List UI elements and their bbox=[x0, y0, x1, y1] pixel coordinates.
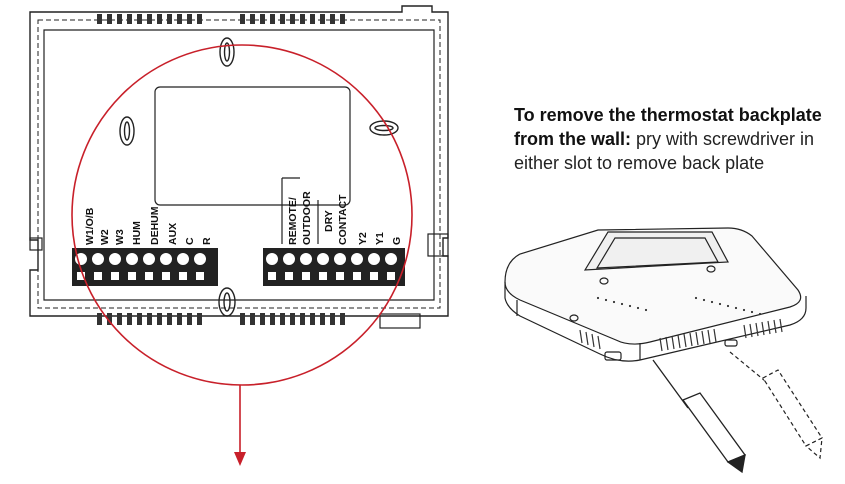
terminal-label-w2: W2 bbox=[99, 229, 111, 245]
terminal-label-y1: Y1 bbox=[374, 232, 386, 245]
vent-dots bbox=[596, 296, 762, 316]
terminal-label-aux: AUX bbox=[167, 223, 179, 245]
backplate-drawing bbox=[29, 5, 449, 329]
vent-slots bbox=[97, 14, 345, 325]
right-terminal-labels: REMOTE/ OUTDOOR DRY CONTACT Y2 Y1 G bbox=[287, 191, 403, 245]
terminal-block-right bbox=[263, 248, 405, 286]
left-terminal-labels: W1/O/B W2 W3 HUM DEHUM AUX C R bbox=[84, 206, 213, 245]
terminal-label-r: R bbox=[201, 237, 213, 245]
terminal-group-lines bbox=[281, 177, 319, 244]
screwdriver-solid bbox=[652, 359, 747, 474]
terminal-label-dry: DRY bbox=[323, 210, 335, 232]
terminal-block-left bbox=[72, 248, 218, 286]
front-ribs bbox=[579, 318, 783, 352]
screwdriver-dashed bbox=[729, 351, 823, 460]
terminal-label-w3: W3 bbox=[114, 229, 126, 245]
terminal-label-c: C bbox=[184, 237, 196, 245]
terminal-label-hum: HUM bbox=[131, 221, 143, 245]
instructions-body: pry with screwdriver in either slot to r… bbox=[514, 129, 815, 173]
terminal-label-dehum: DEHUM bbox=[149, 206, 161, 245]
callout-circle bbox=[71, 44, 413, 452]
terminal-label-outdoor: OUTDOOR bbox=[301, 191, 313, 245]
terminal-label-remote: REMOTE/ bbox=[287, 197, 299, 245]
terminal-label-y2: Y2 bbox=[357, 232, 369, 245]
terminal-label-w1ob: W1/O/B bbox=[84, 207, 96, 245]
removal-instructions: To remove the thermostat backplate from … bbox=[514, 103, 834, 175]
terminal-label-g: G bbox=[391, 237, 403, 245]
terminal-label-contact: CONTACT bbox=[337, 194, 349, 245]
callout-arrow-icon bbox=[234, 452, 246, 466]
instructions-heading: To remove the thermostat backplate from … bbox=[514, 105, 822, 149]
thermostat-3d-drawing bbox=[504, 227, 807, 362]
